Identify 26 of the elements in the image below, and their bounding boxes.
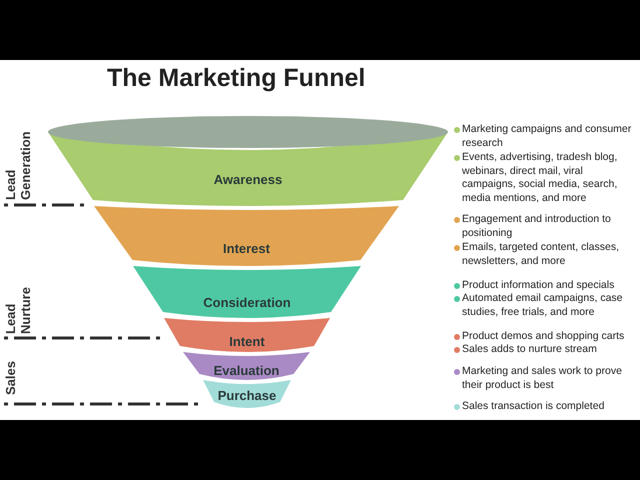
stage-label: Purchase [216, 388, 278, 403]
section-label: Lead Generation [3, 130, 33, 200]
bullet-text: Sales transaction is completed [462, 400, 606, 414]
funnel-segment [133, 266, 361, 318]
bullet-text: Emails, targeted content, classes, newsletters, and more [462, 241, 620, 268]
section-label: Sales [3, 360, 18, 395]
bullet-text: Sales adds to nurture stream [462, 343, 598, 356]
bullet-text: Engagement and introduction to positioning [462, 213, 612, 240]
stage-label: Consideration [202, 295, 292, 310]
funnel-segment [93, 206, 400, 266]
stage-label: Intent [228, 334, 266, 349]
bullet-text: Events, advertising, tradesh blog, webinars, direct mail, viral campaigns, social media, search, media mentions, and more [462, 151, 618, 205]
funnel-segment [203, 380, 291, 408]
stage-label: Awareness [212, 172, 284, 187]
funnel-segment [183, 352, 310, 380]
bullet-text: Product demos and shopping carts [462, 330, 626, 344]
stage-label: Evaluation [212, 363, 280, 378]
bullet-text: Automated email campaigns, case studies, free trials, and more [462, 292, 624, 319]
stage-label: Interest [222, 241, 271, 256]
title: The Marketing Funnel [107, 64, 366, 93]
section-label: Lead Nurture [3, 286, 33, 334]
funnel-segment [164, 318, 330, 352]
bullet-text: Product information and specials [462, 279, 616, 292]
bullet-text: Marketing and sales work to prove their product is best [462, 365, 623, 392]
funnel-segment [48, 114, 448, 206]
bullet-text: Marketing campaigns and consumer research [462, 123, 632, 150]
